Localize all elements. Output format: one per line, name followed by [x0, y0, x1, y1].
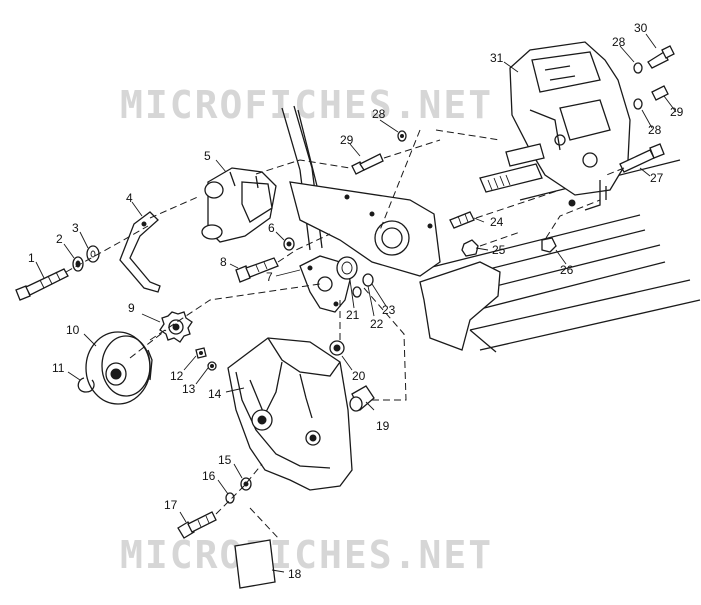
starter-motor — [201, 167, 277, 243]
bolt-8 — [235, 257, 279, 283]
washer-6 — [283, 237, 295, 251]
part-label-28-right-lower: 28 — [648, 123, 662, 137]
part-label-22: 22 — [370, 317, 384, 331]
bushing-19 — [349, 385, 375, 412]
bolt-29-right — [651, 85, 669, 101]
part-label-13: 13 — [182, 382, 196, 396]
part-label-9: 9 — [128, 301, 135, 315]
part-label-6: 6 — [268, 221, 275, 235]
part-label-28-left: 28 — [372, 107, 386, 121]
screw-24 — [449, 211, 475, 229]
chain-cover-14 — [227, 337, 353, 491]
part-label-1: 1 — [28, 251, 35, 265]
clip-11 — [77, 377, 95, 393]
leader-lines — [35, 33, 677, 573]
part-label-30: 30 — [634, 21, 648, 35]
part-label-8: 8 — [220, 255, 227, 269]
part-label-21: 21 — [346, 308, 360, 322]
part-label-12: 12 — [170, 369, 184, 383]
decal-18 — [234, 539, 276, 589]
part-label-26: 26 — [560, 263, 574, 277]
washer-23 — [352, 286, 362, 298]
screw-12 — [195, 347, 207, 359]
part-label-7: 7 — [266, 270, 273, 284]
part-label-24: 24 — [490, 215, 504, 229]
part-label-23: 23 — [382, 303, 396, 317]
assembly-lines — [65, 129, 625, 541]
part-label-5: 5 — [204, 149, 211, 163]
crankshaft — [479, 143, 545, 193]
part-label-25: 25 — [492, 243, 506, 257]
engine-block — [509, 41, 631, 211]
washer-16 — [225, 492, 235, 504]
part-label-20: 20 — [352, 369, 366, 383]
watermark-top: MICROFICHES.NET — [120, 83, 493, 127]
bracket-4 — [119, 211, 161, 293]
bolt-30 — [647, 45, 675, 69]
part-label-18: 18 — [288, 567, 302, 581]
part-label-3: 3 — [72, 221, 79, 235]
washer-28-right-lower — [633, 98, 643, 110]
part-labels: 1 2 3 4 5 6 7 8 9 10 11 12 13 14 15 16 1… — [28, 21, 684, 581]
seal-21 — [336, 256, 358, 280]
mounting-plate — [289, 181, 441, 277]
nut-26 — [541, 237, 557, 253]
frame-bracket — [419, 261, 501, 353]
bolt-29-left — [351, 153, 384, 175]
part-label-15: 15 — [218, 453, 232, 467]
washer-28-left — [397, 130, 407, 142]
sprocket-9 — [159, 311, 193, 343]
part-label-17: 17 — [164, 498, 178, 512]
washer-22 — [362, 273, 374, 287]
part-label-16: 16 — [202, 469, 216, 483]
part-label-10: 10 — [66, 323, 80, 337]
part-label-19: 19 — [376, 419, 390, 433]
part-label-2: 2 — [56, 232, 63, 246]
part-label-27: 27 — [650, 171, 664, 185]
bolt-27 — [619, 143, 665, 173]
washer-13 — [207, 361, 217, 371]
clutch-10 — [85, 331, 153, 405]
part-label-11: 11 — [52, 361, 65, 375]
nut-25 — [461, 239, 479, 257]
washer-28-right-upper — [633, 62, 643, 74]
bolt-17 — [177, 511, 217, 539]
part-label-29-right: 29 — [670, 105, 684, 119]
part-label-31: 31 — [490, 51, 504, 65]
watermark-bottom: MICROFICHES.NET — [120, 533, 493, 577]
washer-2 — [72, 256, 84, 272]
part-label-29-left: 29 — [340, 133, 354, 147]
part-label-4: 4 — [126, 191, 133, 205]
bolt-1 — [15, 268, 69, 301]
part-label-14: 14 — [208, 387, 222, 401]
part-label-28-right-upper: 28 — [612, 35, 626, 49]
spacer-20 — [329, 340, 345, 356]
